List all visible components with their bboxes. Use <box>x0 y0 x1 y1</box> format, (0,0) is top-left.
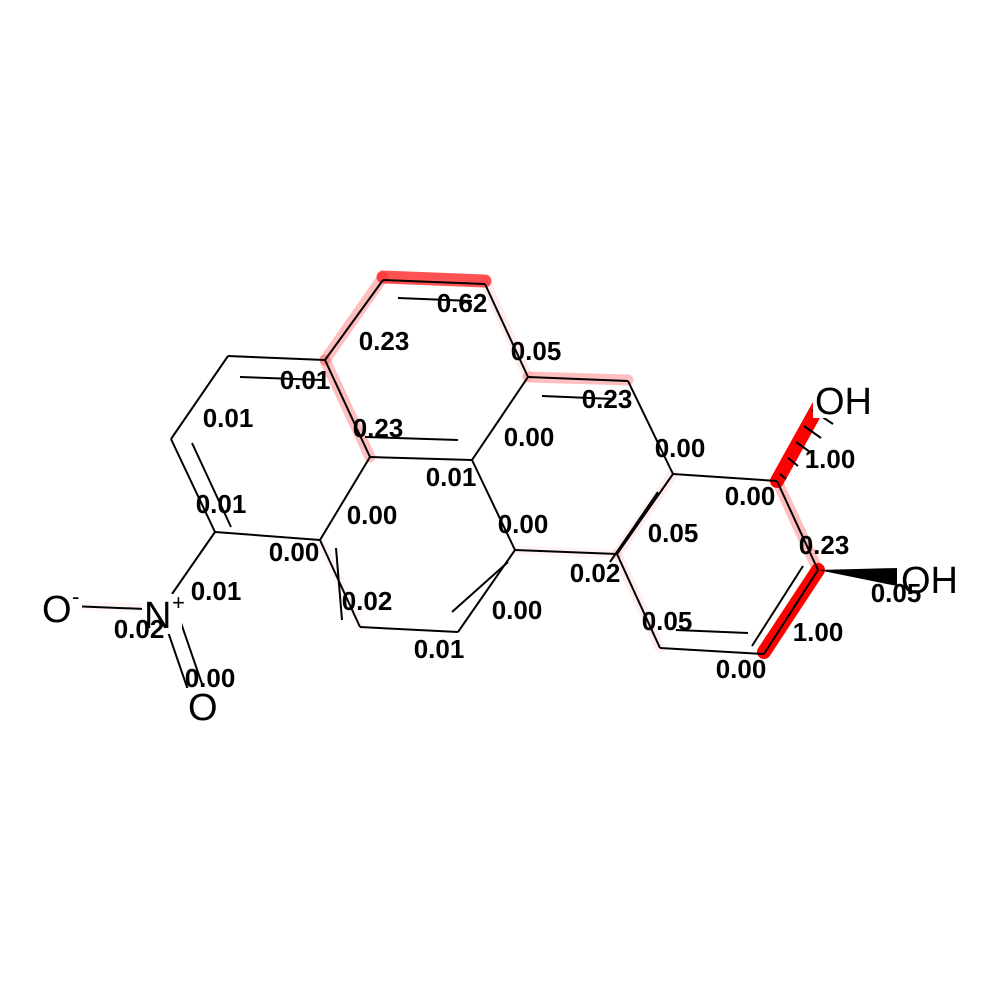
bond-value: 0.01 <box>414 634 465 664</box>
atom-n-plus: N <box>144 595 171 637</box>
bond-value: 0.00 <box>725 481 776 511</box>
bond-value: 0.01 <box>196 489 247 519</box>
bond-value: 1.00 <box>805 444 856 474</box>
bond-value: 0.62 <box>437 288 488 318</box>
atom-oh-top: OH <box>815 381 872 423</box>
bond-value: 0.23 <box>353 413 404 443</box>
atom-o-nitro: O <box>188 687 218 729</box>
bond-value: 0.00 <box>347 500 398 530</box>
bond-value: 0.23 <box>582 384 633 414</box>
bond-value: 0.23 <box>359 326 410 356</box>
bond-value: 0.00 <box>498 509 549 539</box>
bond-value: 0.05 <box>871 578 922 608</box>
bond-value: 0.00 <box>655 433 706 463</box>
bond-value: 0.05 <box>648 518 699 548</box>
bond-value: 0.05 <box>511 336 562 366</box>
bond-value: 0.00 <box>492 595 543 625</box>
bond-value: 0.05 <box>642 606 693 636</box>
atom-oh-bottom: OH <box>901 560 958 602</box>
bond-value: 0.02 <box>342 586 393 616</box>
bond-value: 0.02 <box>570 558 621 588</box>
bond-value: 0.02 <box>114 614 165 644</box>
bond-value: 0.00 <box>269 537 320 567</box>
wedge-bond <box>818 568 897 586</box>
bond-value: 0.01 <box>203 403 254 433</box>
bond-value: 0.23 <box>799 530 850 560</box>
bond-value: 0.01 <box>426 462 477 492</box>
bond-value: 0.01 <box>191 576 242 606</box>
atom-o-minus-charge: - <box>72 584 79 609</box>
atom-n-plus-charge: + <box>172 590 185 615</box>
atom-labels: O - N + O OH OH <box>40 381 960 729</box>
bond-value: 1.00 <box>793 617 844 647</box>
bond-value-labels: 0.62 0.23 0.05 0.23 0.01 0.01 0.23 0.00 … <box>114 288 922 693</box>
bond-lines <box>69 279 819 691</box>
bond-value: 0.00 <box>716 654 767 684</box>
bond-value: 0.00 <box>185 663 236 693</box>
bond-value: 0.01 <box>280 365 331 395</box>
bond-value: 0.00 <box>504 422 555 452</box>
atom-o-minus: O <box>42 589 72 631</box>
